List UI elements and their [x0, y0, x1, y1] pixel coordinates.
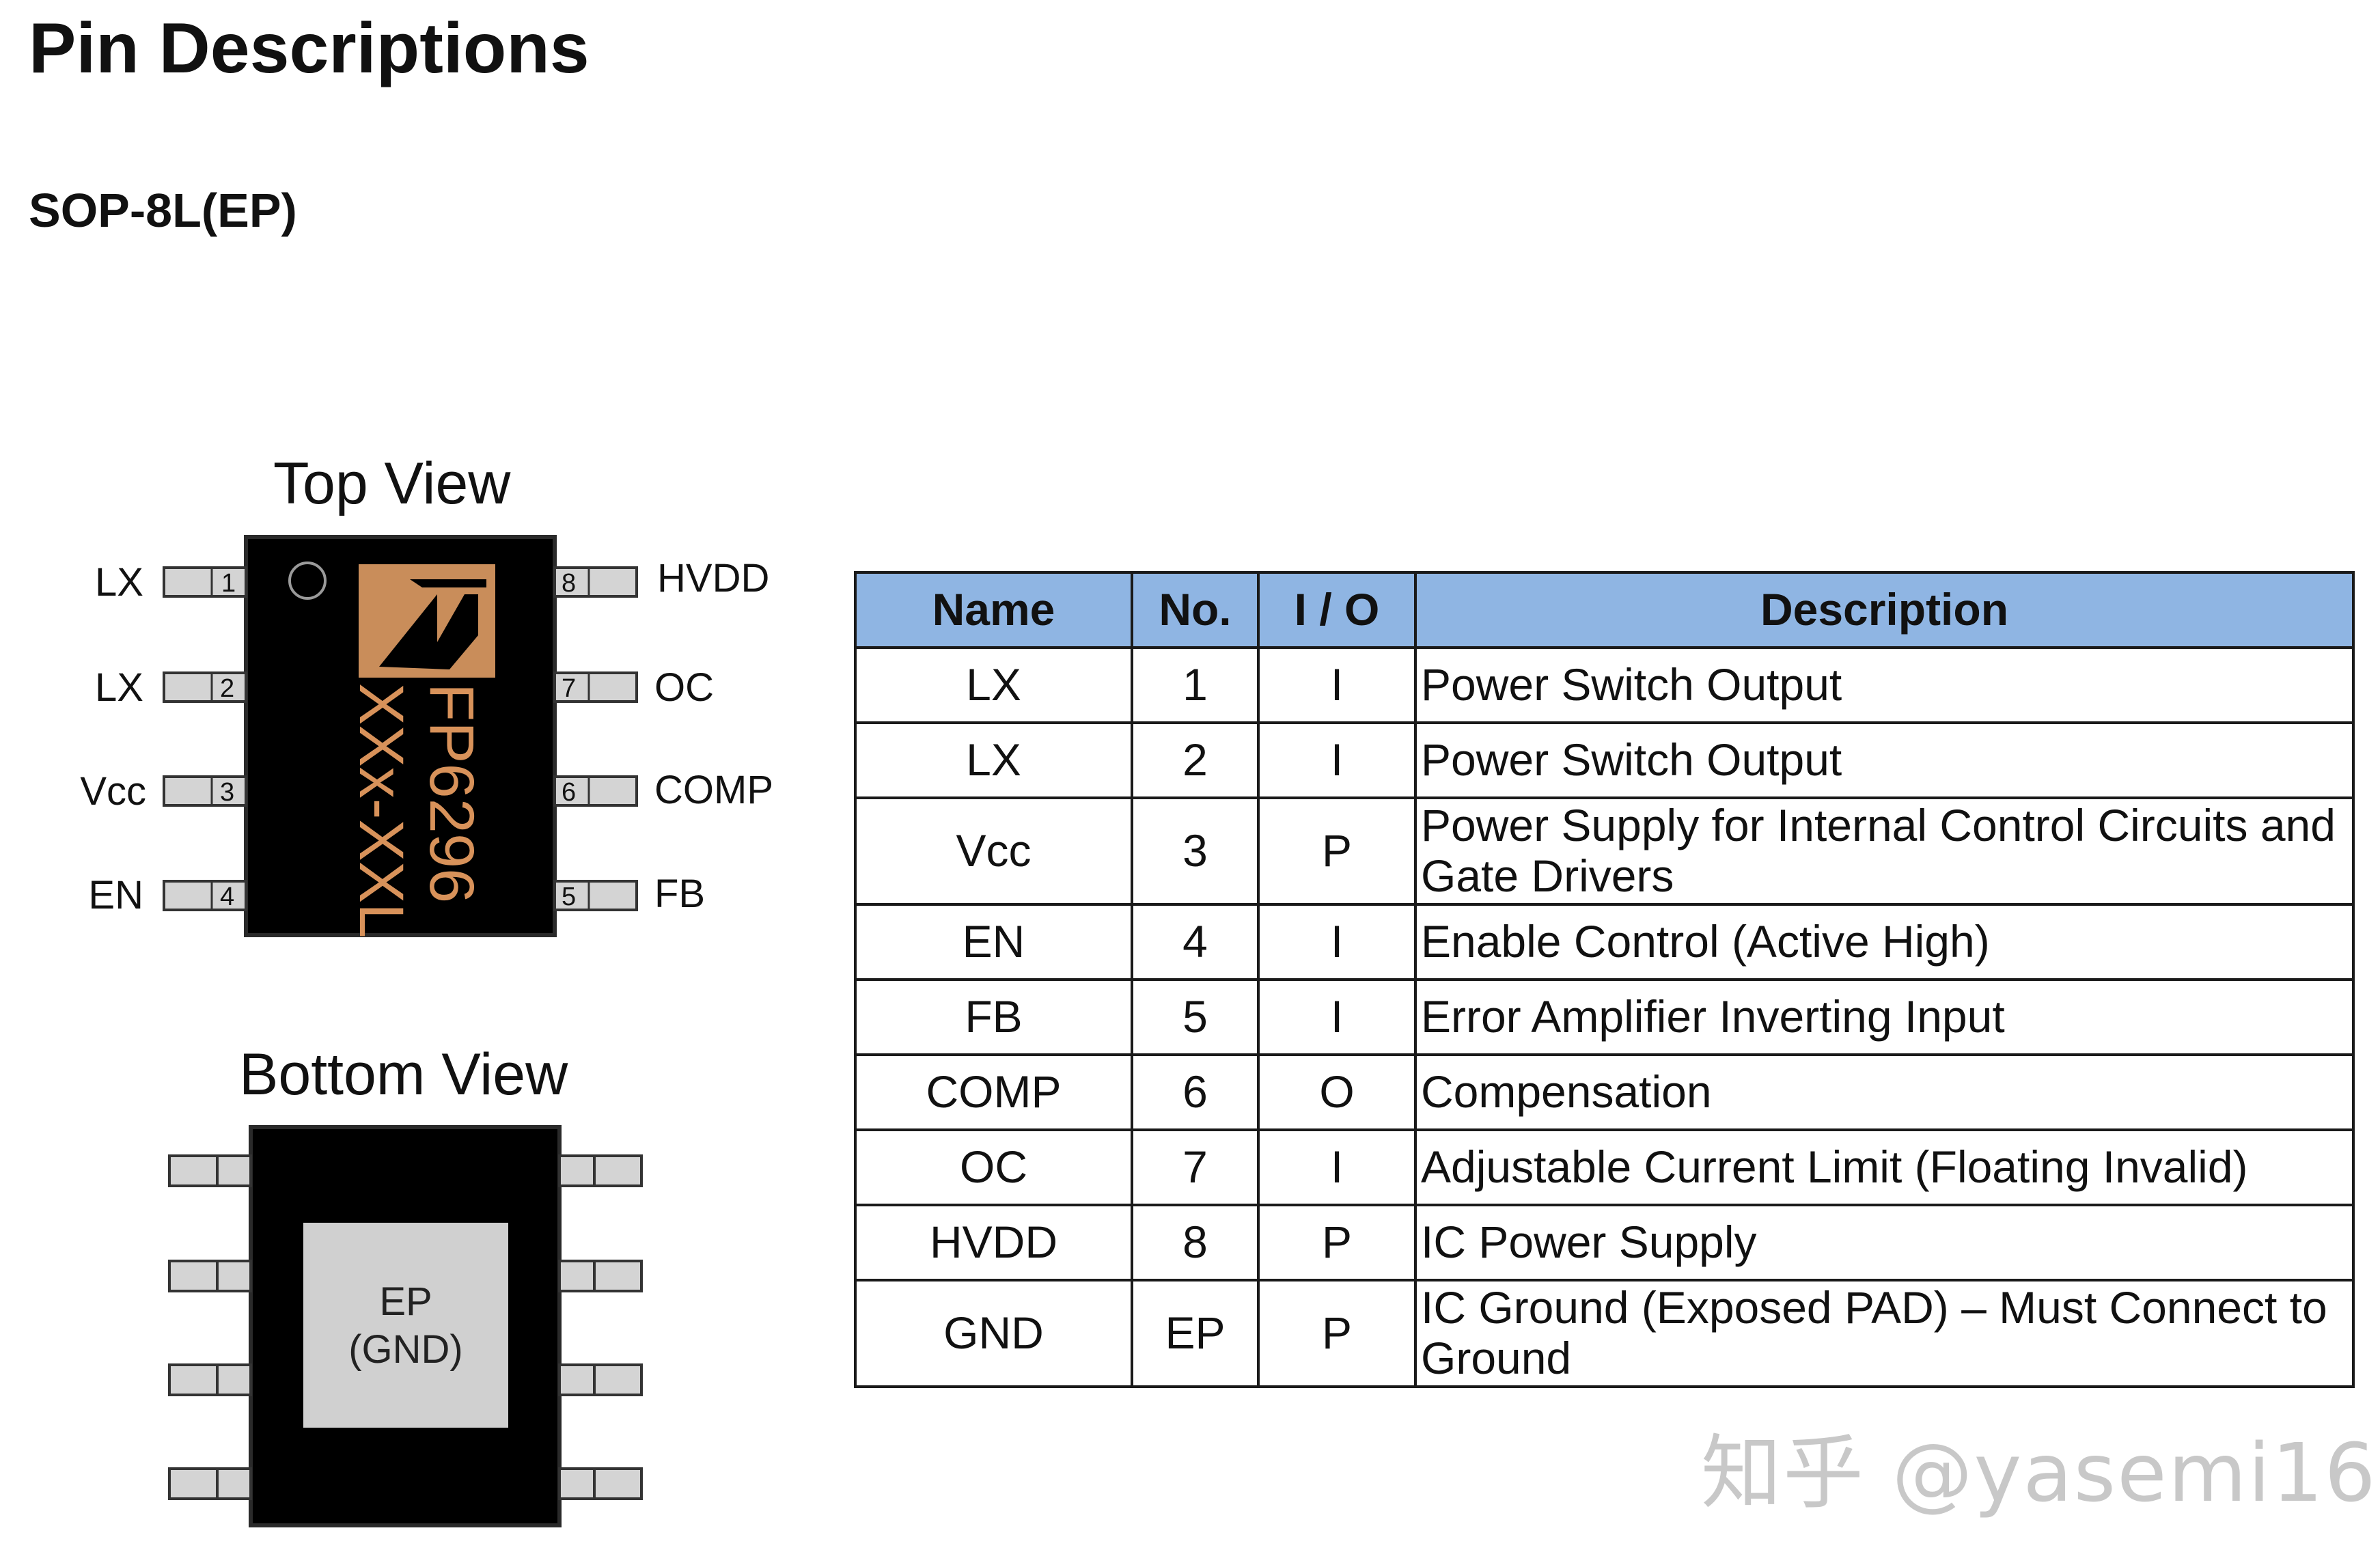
cell-description: Power Switch Output: [1414, 721, 2355, 799]
table-row: OC 7 I Adjustable Current Limit (Floatin…: [854, 1128, 2355, 1206]
table-row: Vcc 3 P Power Supply for Internal Contro…: [854, 796, 2355, 906]
table-row: LX 2 I Power Switch Output: [854, 721, 2355, 799]
package-label: SOP-8L(EP): [29, 184, 297, 237]
pin-number: 2: [220, 674, 234, 703]
cell-name: GND: [854, 1279, 1133, 1388]
cell-name: Vcc: [854, 796, 1133, 906]
pin-label: LX: [95, 560, 143, 605]
cell-no: 5: [1131, 978, 1260, 1056]
table-row: LX 1 I Power Switch Output: [854, 646, 2355, 724]
pin-number: 5: [562, 883, 576, 911]
cell-description: Error Amplifier Inverting Input: [1414, 978, 2355, 1056]
exposed-pad-label: EP: [379, 1279, 432, 1324]
exposed-pad: [303, 1223, 508, 1428]
table-row: GND EP P IC Ground (Exposed PAD) – Must …: [854, 1279, 2355, 1388]
chip-marking-lot-code: XXx-XXL: [346, 683, 416, 938]
cell-name: LX: [854, 721, 1133, 799]
cell-io: P: [1257, 796, 1417, 906]
right-pin-5: 5 FB: [553, 872, 705, 916]
cell-no: 2: [1131, 721, 1260, 799]
pin-number: 6: [562, 778, 576, 807]
pin1-marker-dot: [288, 562, 327, 600]
bottom-left-pins: [168, 1154, 252, 1500]
cell-io: P: [1257, 1279, 1417, 1388]
pin-description-table: Name No. I / O Description LX 1 I Power …: [854, 571, 2355, 1388]
right-pin-6: 6 COMP: [553, 768, 773, 812]
cell-description: Power Supply for Internal Control Circui…: [1414, 796, 2355, 906]
chip-marking-part-number: FP6296: [417, 683, 486, 903]
manufacturer-logo: [359, 564, 495, 678]
pin-label: LX: [95, 665, 143, 710]
cell-io: I: [1257, 978, 1417, 1056]
cell-description: IC Ground (Exposed PAD) – Must Connect t…: [1414, 1279, 2355, 1388]
pin-label: OC: [654, 665, 714, 710]
left-pin-3: 3 Vcc: [80, 769, 247, 814]
bottom-right-pins: [558, 1154, 643, 1500]
cell-no: EP: [1131, 1279, 1260, 1388]
cell-description: Compensation: [1414, 1053, 2355, 1131]
table-row: EN 4 I Enable Control (Active High): [854, 903, 2355, 981]
table-row: HVDD 8 P IC Power Supply: [854, 1204, 2355, 1281]
right-pin-7: 7 OC: [553, 665, 714, 710]
left-pin-1: 1 LX: [95, 560, 247, 605]
table-row: FB 5 I Error Amplifier Inverting Input: [854, 978, 2355, 1056]
table-header-row: Name No. I / O Description: [854, 571, 2355, 649]
cell-name: EN: [854, 903, 1133, 981]
cell-no: 4: [1131, 903, 1260, 981]
cell-description: Enable Control (Active High): [1414, 903, 2355, 981]
pin-number: 8: [562, 569, 576, 598]
table-row: COMP 6 O Compensation: [854, 1053, 2355, 1131]
cell-no: 3: [1131, 796, 1260, 906]
left-pin-2: 2 LX: [95, 665, 247, 710]
pin-number: 3: [220, 778, 234, 807]
header-io: I / O: [1257, 571, 1417, 649]
cell-io: I: [1257, 1128, 1417, 1206]
header-no: No.: [1131, 571, 1260, 649]
top-view-package-diagram: 1 LX 2 LX 3 Vcc 4 EN 8 HVDD 7 OC 6 COMP: [80, 535, 773, 938]
cell-io: I: [1257, 646, 1417, 724]
cell-name: COMP: [854, 1053, 1133, 1131]
pin-number: 4: [220, 883, 234, 911]
left-pin-4: 4 EN: [88, 873, 247, 917]
pin-label: FB: [654, 872, 705, 916]
cell-io: P: [1257, 1204, 1417, 1281]
pin-label: HVDD: [657, 556, 769, 600]
cell-no: 1: [1131, 646, 1260, 724]
cell-name: HVDD: [854, 1204, 1133, 1281]
bottom-view-title: Bottom View: [239, 1042, 568, 1107]
cell-description: IC Power Supply: [1414, 1204, 2355, 1281]
cell-no: 7: [1131, 1128, 1260, 1206]
cell-io: I: [1257, 721, 1417, 799]
right-pin-8: 8 HVDD: [553, 556, 769, 600]
cell-description: Adjustable Current Limit (Floating Inval…: [1414, 1128, 2355, 1206]
pin-number: 7: [562, 674, 576, 703]
page-title: Pin Descriptions: [29, 9, 590, 88]
watermark: 知乎 @yasemi1688: [1701, 1426, 2380, 1520]
pin-number: 1: [221, 569, 236, 598]
cell-io: O: [1257, 1053, 1417, 1131]
cell-description: Power Switch Output: [1414, 646, 2355, 724]
bottom-view-package-diagram: EP (GND): [168, 1125, 643, 1527]
cell-name: OC: [854, 1128, 1133, 1206]
cell-io: I: [1257, 903, 1417, 981]
cell-no: 6: [1131, 1053, 1260, 1131]
pin-label: EN: [88, 873, 143, 917]
header-description: Description: [1414, 571, 2355, 649]
pin-label: COMP: [654, 768, 773, 812]
cell-no: 8: [1131, 1204, 1260, 1281]
cell-name: LX: [854, 646, 1133, 724]
top-view-title: Top View: [273, 451, 511, 516]
pin-label: Vcc: [80, 769, 146, 814]
header-name: Name: [854, 571, 1133, 649]
exposed-pad-sublabel: (GND): [348, 1327, 463, 1372]
cell-name: FB: [854, 978, 1133, 1056]
